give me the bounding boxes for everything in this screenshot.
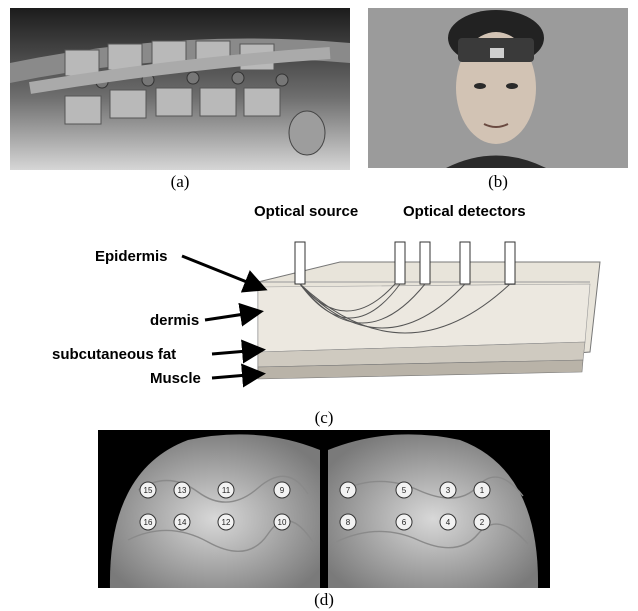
channel-number: 11 — [222, 486, 231, 495]
channel-marker: 6 — [396, 514, 412, 530]
subject-illustration — [368, 8, 628, 168]
channel-number: 5 — [402, 486, 407, 495]
channel-number: 6 — [402, 518, 407, 527]
tissue-layers-diagram — [250, 232, 610, 392]
caption-b: (b) — [478, 172, 518, 192]
sensor-array-photo — [10, 8, 350, 170]
channel-marker: 8 — [340, 514, 356, 530]
channel-marker: 12 — [218, 514, 234, 530]
channel-number: 14 — [178, 518, 187, 527]
optical-detector-probe — [505, 242, 515, 284]
channel-number: 13 — [178, 486, 187, 495]
layer-label-dermis: dermis — [150, 312, 199, 329]
channel-number: 9 — [280, 486, 285, 495]
caption-c: (c) — [304, 408, 344, 428]
channel-marker: 16 — [140, 514, 156, 530]
optical-detector-probe — [395, 242, 405, 284]
channel-marker: 9 — [274, 482, 290, 498]
subject-headband-photo — [368, 8, 628, 168]
channel-number: 2 — [480, 518, 485, 527]
channel-marker: 10 — [274, 514, 290, 530]
optical-source-probe — [295, 242, 305, 284]
channel-marker: 15 — [140, 482, 156, 498]
channel-marker: 2 — [474, 514, 490, 530]
layer-label-subcutaneous-fat: subcutaneous fat — [52, 346, 176, 363]
channel-number: 3 — [446, 486, 451, 495]
channel-number: 8 — [346, 518, 351, 527]
tissue-cross-section — [250, 232, 610, 392]
caption-d: (d) — [304, 590, 344, 610]
layer-label-epidermis: Epidermis — [95, 248, 168, 265]
sensor-array-illustration — [10, 8, 350, 170]
layer-label-muscle: Muscle — [150, 370, 201, 387]
channel-number: 16 — [144, 518, 153, 527]
optical-detectors-header: Optical detectors — [403, 203, 526, 220]
channel-number: 7 — [346, 486, 351, 495]
channel-marker: 3 — [440, 482, 456, 498]
channel-number: 4 — [446, 518, 451, 527]
channel-marker: 1 — [474, 482, 490, 498]
channel-marker: 14 — [174, 514, 190, 530]
caption-a: (a) — [160, 172, 200, 192]
channel-markers: 15 13 11 9 7 5 3 1 16 14 12 10 8 6 4 2 — [98, 430, 550, 588]
optical-detector-probe — [420, 242, 430, 284]
channel-marker: 4 — [440, 514, 456, 530]
channel-number: 12 — [222, 518, 231, 527]
channel-marker: 7 — [340, 482, 356, 498]
channel-number: 1 — [480, 486, 485, 495]
channel-number: 10 — [278, 518, 287, 527]
channel-marker: 13 — [174, 482, 190, 498]
optical-source-header: Optical source — [254, 203, 358, 220]
channel-marker: 11 — [218, 482, 234, 498]
channel-number: 15 — [144, 486, 153, 495]
brain-channel-map: 15 13 11 9 7 5 3 1 16 14 12 10 8 6 4 2 — [98, 430, 550, 588]
channel-marker: 5 — [396, 482, 412, 498]
optical-detector-probe — [460, 242, 470, 284]
